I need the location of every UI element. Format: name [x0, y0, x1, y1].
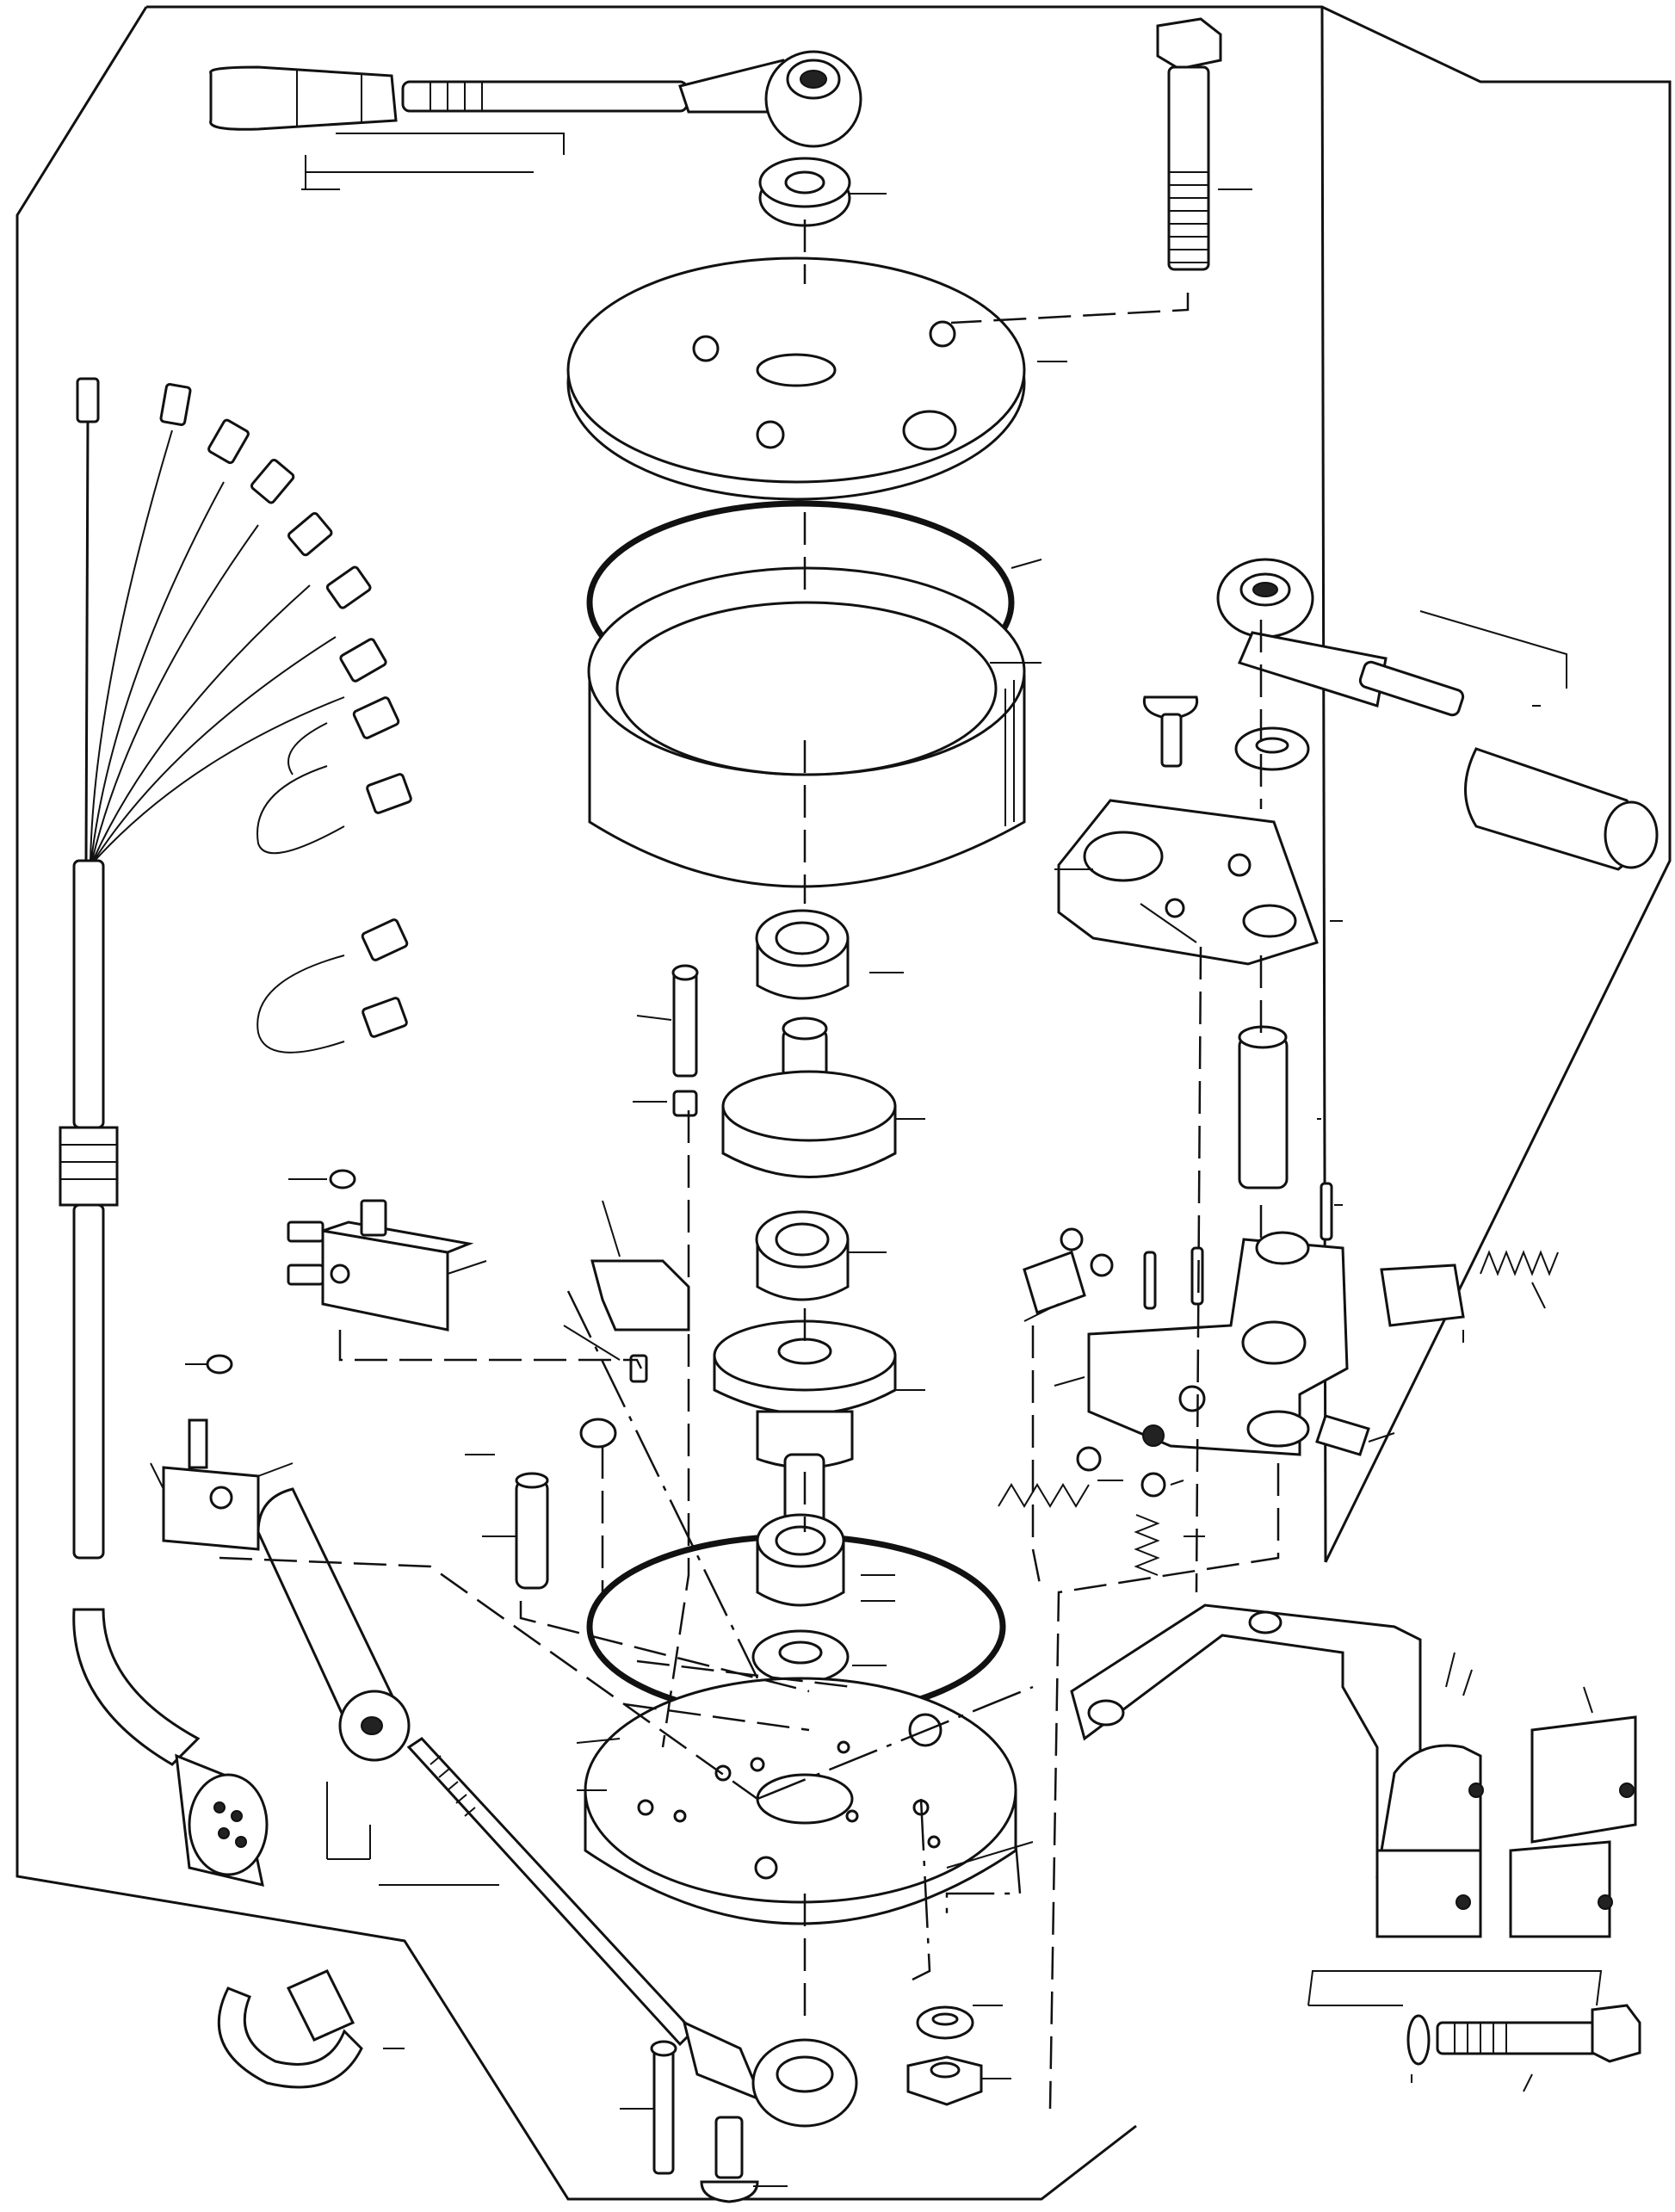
upper-bearing [755, 909, 850, 1000]
clamp-block-left [1375, 1744, 1484, 1938]
lower-bearing [751, 1513, 850, 1684]
lower-cam [713, 1319, 897, 1538]
middle-bearing [755, 1210, 850, 1301]
top-washer [758, 157, 851, 227]
housing-cylinder [587, 566, 1026, 888]
right-control-lever [1216, 558, 1659, 871]
clamp-block-right [1509, 1715, 1637, 1938]
clamp-bolt [1406, 2004, 1641, 2066]
upper-cam [721, 1016, 897, 1178]
right-screw-washer [1142, 695, 1310, 771]
connector-plug [175, 1753, 269, 1887]
top-cover-plate [566, 256, 1026, 501]
long-bolt [1156, 17, 1222, 271]
assembly-axes [219, 219, 1280, 2110]
right-shaft [1238, 1025, 1289, 1189]
terminal-connectors [159, 383, 412, 1038]
bottom-control-lever [257, 1487, 858, 2128]
mounting-plate [1057, 799, 1319, 966]
leader-lines [185, 133, 1603, 2187]
wiring-harness [59, 377, 412, 1766]
upper-microswitch [287, 1169, 474, 1332]
bottom-fasteners [650, 2005, 983, 2203]
cable-strap [217, 1969, 363, 2089]
top-control-lever [209, 50, 862, 148]
balls-pins-springs [998, 1182, 1559, 1576]
base-plate [584, 1677, 1017, 1925]
mounting-bracket [1070, 1603, 1422, 1889]
lower-microswitch [150, 1354, 260, 1551]
center-screws [515, 964, 699, 1590]
valve-block [1087, 1231, 1349, 1456]
